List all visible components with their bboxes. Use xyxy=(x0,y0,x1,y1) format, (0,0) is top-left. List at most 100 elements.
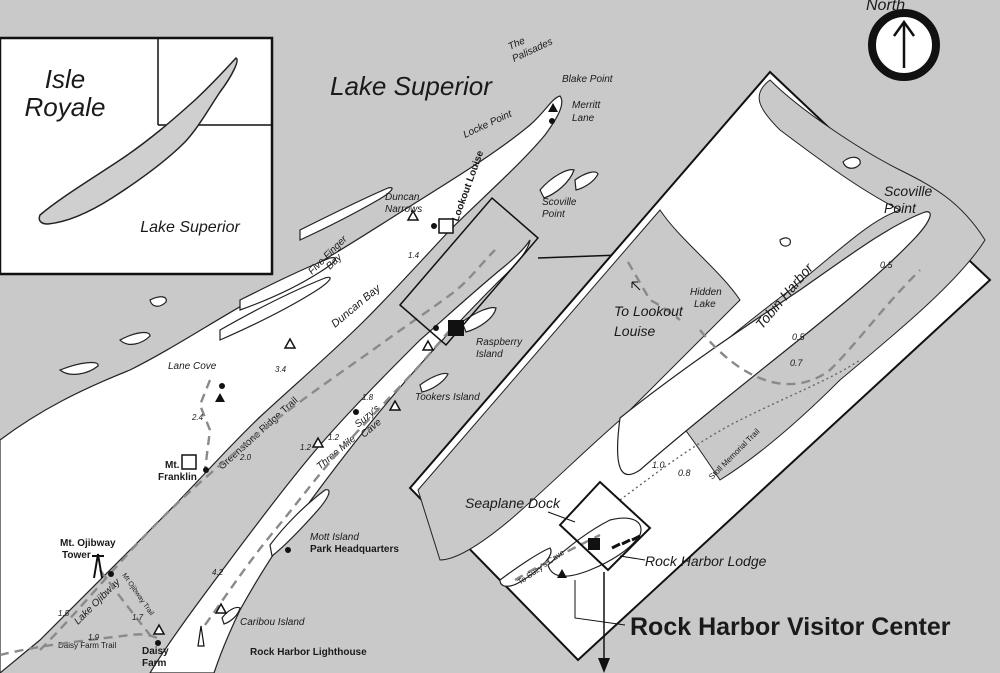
campground-icon xyxy=(152,623,166,635)
mt-franklin-line2: Franklin xyxy=(158,472,197,483)
campground-icon xyxy=(421,339,435,351)
facility-icon xyxy=(448,320,464,336)
distance-3-4: 3.4 xyxy=(275,365,287,374)
detail-distance-0-5b: 0.5 xyxy=(792,332,806,342)
distance-1-8: 1.8 xyxy=(362,393,374,402)
ojibway-tower-line2: Tower xyxy=(62,550,91,561)
duncan-narrows-line1: Duncan xyxy=(385,192,420,203)
campground-icon xyxy=(283,337,297,349)
arrow-down-icon xyxy=(598,658,610,673)
distance-1-5: 1.5 xyxy=(58,609,70,618)
mt-ojibway-trail-label: Mt Ojibway Trail xyxy=(120,572,155,617)
campground-icon xyxy=(548,103,558,112)
distance-1-4: 1.4 xyxy=(408,251,420,260)
blake-point-label: Blake Point xyxy=(562,74,614,85)
daisy-farm-line1: Daisy xyxy=(142,646,169,657)
trails xyxy=(0,249,496,657)
distance-1-2b: 1.2 xyxy=(328,433,340,442)
greenstone-ridge-trail xyxy=(39,249,496,651)
detail-scoville-line1: Scoville xyxy=(884,183,932,199)
hidden-lake-line1: Hidden xyxy=(690,287,722,298)
mott-island xyxy=(269,489,330,558)
detail-distance-1-0: 1.0 xyxy=(652,460,665,470)
distance-2-4: 2.4 xyxy=(191,413,204,422)
place-dot xyxy=(353,409,359,415)
caribou-island-label: Caribou Island xyxy=(240,617,305,628)
caribou-island xyxy=(221,606,241,625)
lake-superior-label: Lake Superior xyxy=(330,71,493,101)
rock-harbor-trail xyxy=(204,324,456,626)
distance-4-2: 4.2 xyxy=(212,568,224,577)
campground-icon xyxy=(214,602,228,614)
merritt-islet xyxy=(539,169,575,199)
distance-2-0: 2.0 xyxy=(239,453,252,462)
inset-title-line1: Isle xyxy=(45,64,85,94)
merritt-line1: Merritt xyxy=(572,100,602,111)
north-arrow-icon: North xyxy=(866,0,940,81)
visitor-center-label: Rock Harbor Visitor Center xyxy=(630,613,951,641)
tookers-island-label: Tookers Island xyxy=(415,392,480,403)
detail-distance-0-8: 0.8 xyxy=(678,468,691,478)
park-hq-label: Park Headquarters xyxy=(310,544,399,555)
inset-map: Isle Royale Lake Superior xyxy=(0,36,274,276)
lighthouse-label: Rock Harbor Lighthouse xyxy=(250,647,367,658)
daisy-farm-trail-label: Daisy Farm Trail xyxy=(58,641,116,650)
visitor-center-pointer xyxy=(574,580,626,626)
campground-icon xyxy=(406,209,420,221)
detail-island xyxy=(842,156,861,169)
campground-icon xyxy=(557,569,567,578)
tookers-island xyxy=(419,372,449,393)
lane-cove-label: Lane Cove xyxy=(168,361,217,372)
tower-icon xyxy=(92,553,104,579)
place-dot xyxy=(285,547,291,553)
main-island xyxy=(0,95,563,673)
inset-island-shape xyxy=(38,57,238,225)
scoville-point-line1: Scoville xyxy=(542,197,577,208)
detail-map: Scoville Point Hidden Lake Tobin Harbor … xyxy=(408,70,992,662)
detail-lookout-trail xyxy=(626,261,681,321)
visitor-center-icon xyxy=(588,538,600,550)
seaplane-dock-label: Seaplane Dock xyxy=(465,495,561,511)
rock-harbor-lodge-label: Rock Harbor Lodge xyxy=(645,553,767,569)
place-dot xyxy=(203,467,209,473)
scoville-islet xyxy=(574,171,599,191)
distance-1-7: 1.7 xyxy=(132,613,144,622)
mt-franklin-line1: Mt. xyxy=(165,460,180,471)
ojibway-tower-line1: Mt. Ojibway xyxy=(60,538,116,549)
campground-icon xyxy=(215,393,225,402)
markers xyxy=(92,103,558,647)
inset-title-line2: Royale xyxy=(25,92,106,122)
place-dot xyxy=(549,118,555,124)
daisy-farm-trail xyxy=(0,633,161,657)
land-masses xyxy=(0,95,599,673)
detail-island-2 xyxy=(779,237,791,247)
finger-3 xyxy=(299,187,393,241)
mott-island-label: Mott Island xyxy=(310,532,359,543)
daisy-farm-line2: Farm xyxy=(142,658,167,669)
distance-1-2a: 1.2 xyxy=(300,443,312,452)
duncan-narrows-line2: Narrows xyxy=(385,204,422,215)
finger-2 xyxy=(219,276,331,341)
detail-peninsula xyxy=(616,211,931,476)
lookout-arrow-icon xyxy=(631,281,641,291)
detail-tobin-trail xyxy=(699,269,921,386)
west-island-2 xyxy=(119,331,151,345)
raspberry-line1: Raspberry xyxy=(476,337,523,348)
compass-label: North xyxy=(866,0,905,14)
detail-south-trail xyxy=(514,533,601,582)
stoll-memorial-trail xyxy=(619,359,861,501)
lighthouse-icon xyxy=(197,625,205,647)
scoville-point-line2: Point xyxy=(542,209,566,220)
raspberry-island xyxy=(461,307,497,333)
detail-distance-0-7: 0.7 xyxy=(790,358,804,368)
trailhead-icon xyxy=(438,218,454,234)
west-island-1 xyxy=(149,296,167,307)
raspberry-line2: Island xyxy=(476,349,503,360)
detail-scoville-line2: Point xyxy=(884,200,917,216)
place-dot xyxy=(108,571,114,577)
inset-lake-label: Lake Superior xyxy=(140,219,240,236)
finger-1 xyxy=(239,257,337,311)
ojibway-trail xyxy=(99,569,151,636)
